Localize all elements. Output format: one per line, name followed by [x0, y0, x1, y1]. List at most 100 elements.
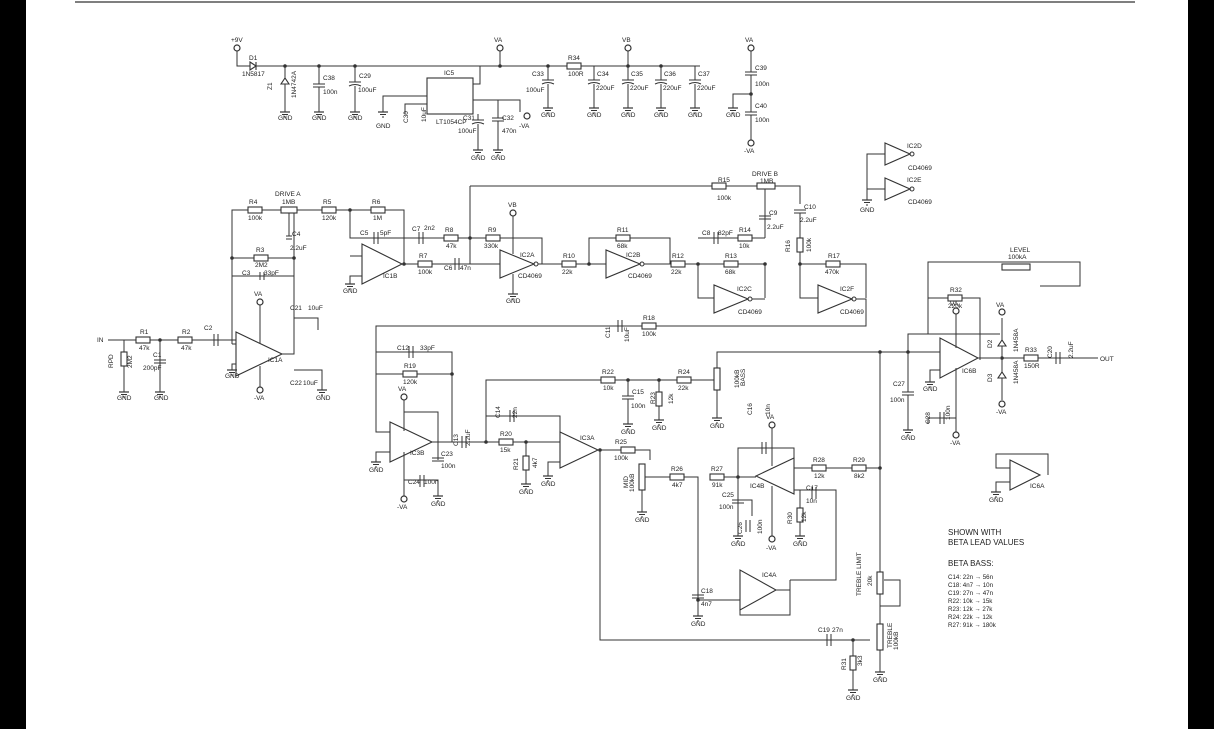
component-label: 91k	[712, 482, 723, 489]
component-label: R11	[617, 227, 629, 234]
component-body	[796, 237, 804, 253]
junctions	[158, 64, 1004, 642]
beta-row: C18: 4n7 → 10n	[948, 582, 994, 589]
component-label: C13	[453, 434, 460, 446]
circuit-wire	[800, 263, 867, 298]
component-label: C1	[153, 352, 162, 359]
component-label: 220uF	[630, 85, 648, 92]
circuit-wire	[995, 453, 1049, 492]
component-label: R4	[249, 199, 258, 206]
beta-row: R23: 12k → 27k	[948, 606, 993, 613]
component-label: D1	[249, 55, 258, 62]
component-label: 20k	[867, 575, 874, 586]
component-label: R14	[739, 227, 751, 234]
terminal-node	[657, 378, 661, 382]
component-label: 100n	[424, 479, 439, 486]
beta-row: R24: 22k → 12k	[948, 614, 993, 621]
component-label: 220uF	[697, 85, 715, 92]
level-pot[interactable]	[1001, 263, 1031, 271]
component-label: 220k	[948, 303, 963, 310]
component-label: GND	[348, 115, 363, 122]
component-label: GND	[278, 115, 293, 122]
component-label: C11	[605, 326, 612, 338]
terminal-node	[696, 598, 700, 602]
component-label: 100k	[418, 269, 433, 276]
component-label: 33pF	[420, 345, 435, 352]
circuit-wire	[213, 334, 219, 346]
treble-pot[interactable]	[876, 623, 884, 651]
component-label: GND	[654, 112, 669, 119]
component-label: 22k	[678, 385, 689, 392]
component-body	[825, 260, 841, 268]
component-label: 12k	[814, 473, 825, 480]
component-label: 1N458A	[1013, 328, 1020, 352]
component-label: 2.2uF	[465, 429, 472, 446]
terminal-node	[1000, 356, 1004, 360]
component-label: 10uF	[421, 107, 428, 122]
terminal-node	[878, 350, 882, 354]
circuit-wire	[1055, 352, 1061, 364]
circuit-wire	[259, 272, 265, 280]
circuit-wire	[373, 232, 379, 244]
component-label: -VA	[950, 440, 961, 447]
inverter-ic2c	[713, 284, 750, 314]
component-label: VA	[950, 301, 959, 308]
ground-symbol	[861, 199, 873, 206]
component-label: GND	[793, 541, 808, 548]
terminal-node	[763, 262, 767, 266]
component-label: 100k	[717, 195, 732, 202]
terminal-node	[524, 440, 528, 444]
component-label: C39	[755, 65, 767, 72]
component-label: IC4A	[762, 572, 777, 579]
component-label: GND	[376, 123, 391, 130]
note-line-2: BETA LEAD VALUES	[948, 538, 1024, 547]
component-label: C15	[632, 389, 644, 396]
drive-a-pot[interactable]	[280, 206, 298, 214]
mid-pot[interactable]	[638, 463, 646, 491]
component-label: 4k7	[532, 457, 539, 468]
component-label: GND	[541, 481, 556, 488]
bass-pot[interactable]	[713, 367, 721, 391]
component-label: 100n	[757, 519, 764, 534]
component-label: 2.2uF	[800, 217, 817, 224]
treble-limit-pot[interactable]	[876, 571, 884, 595]
component-label: DRIVE A	[275, 191, 301, 198]
circuit-wire	[732, 499, 744, 504]
circuit-wire	[698, 237, 766, 298]
component-label: C6	[444, 265, 453, 272]
terminal-node	[736, 475, 740, 479]
component-label: 100uF	[458, 128, 476, 135]
component-label: GND	[710, 423, 725, 430]
component-label: IC5	[444, 70, 455, 77]
circuit-wire	[598, 449, 870, 641]
component-label: 120k	[322, 215, 337, 222]
terminal-node	[450, 372, 454, 376]
component-label: C2	[204, 325, 213, 332]
component-label: R19	[404, 363, 416, 370]
component-label: GND	[726, 112, 741, 119]
circuit-wire	[752, 186, 766, 300]
component-label: GND	[343, 288, 358, 295]
terminal-node	[292, 256, 296, 260]
component-label: 27n	[832, 627, 843, 634]
component-label: C16	[747, 403, 754, 415]
terminal-node	[626, 378, 630, 382]
component-label: IC3B	[410, 450, 424, 457]
component-label: 10n	[806, 498, 817, 505]
component-label: 100R	[568, 71, 584, 78]
component-label: TREBLE	[887, 622, 894, 648]
component-label: RPD	[108, 354, 115, 368]
component-label: C33	[532, 71, 544, 78]
beta-row: C14: 22n → 56n	[948, 574, 994, 581]
component-body	[947, 294, 963, 302]
component-body	[641, 322, 657, 330]
circuit-wire	[641, 476, 699, 598]
component-label: C5	[360, 230, 369, 237]
component-label: 4n7	[701, 601, 712, 608]
component-label: 100n	[945, 405, 952, 420]
component-label: R5	[323, 199, 332, 206]
component-body	[709, 473, 725, 481]
